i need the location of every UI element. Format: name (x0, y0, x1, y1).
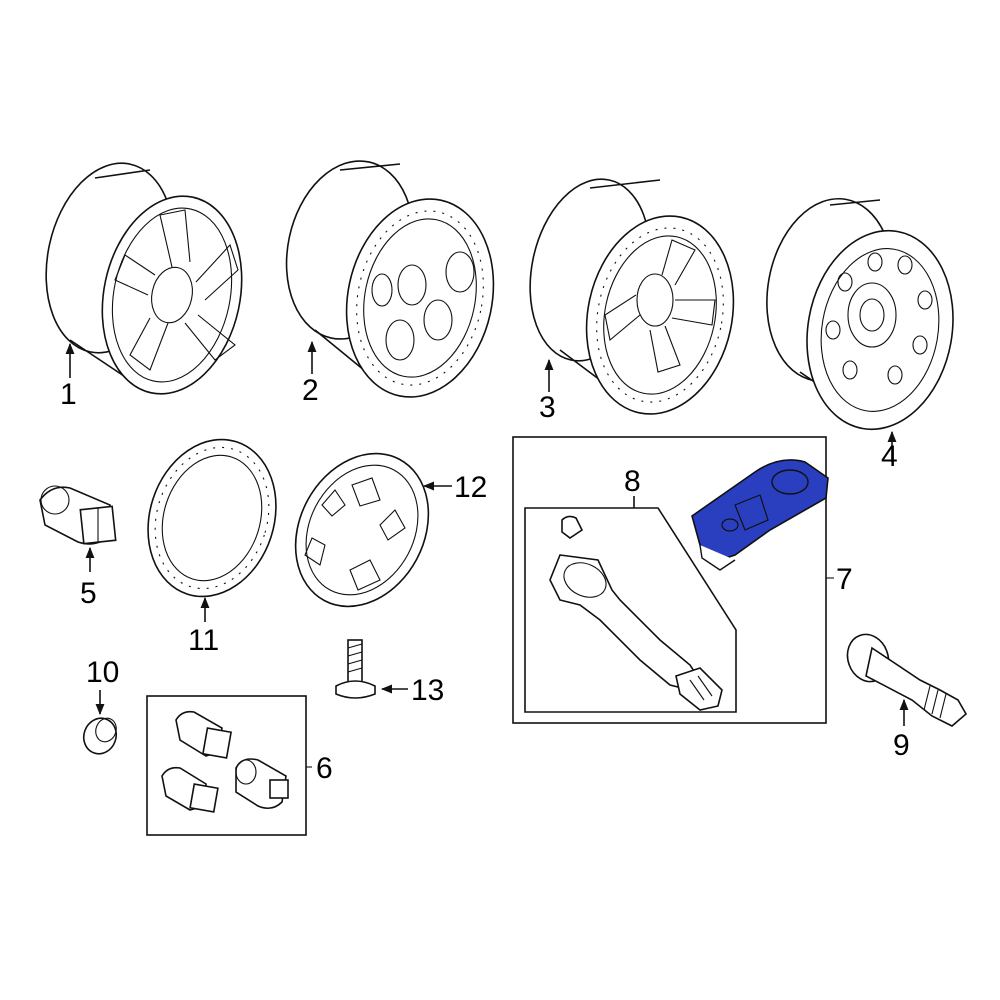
callout-8: 8 (624, 465, 641, 498)
callout-7: 7 (836, 563, 853, 596)
callout-10: 10 (86, 656, 119, 689)
callout-1: 1 (60, 378, 77, 411)
tpms-sensor-highlighted[interactable] (691, 459, 829, 571)
callout-12: 12 (454, 471, 487, 504)
callout-13: 13 (411, 674, 444, 707)
callout-11: 11 (188, 624, 219, 657)
bolt-13[interactable] (335, 639, 408, 699)
cap-10[interactable] (79, 690, 121, 758)
callout-5: 5 (80, 577, 97, 610)
wheel-1[interactable] (29, 151, 259, 407)
callout-6: 6 (316, 752, 333, 785)
wheel-lock-kit-6[interactable] (146, 695, 312, 836)
callout-2: 2 (302, 374, 319, 407)
beadlock-ring-11[interactable] (128, 423, 295, 622)
wheel-2[interactable] (271, 149, 512, 411)
valve-stem-kit-8[interactable] (524, 496, 737, 713)
wheel-3[interactable] (514, 168, 751, 428)
callout-3: 3 (539, 391, 556, 424)
center-cover-12[interactable] (270, 430, 455, 629)
lug-nut-5[interactable] (39, 485, 117, 572)
tpms-assembly-7[interactable] (512, 436, 834, 724)
callout-9: 9 (893, 729, 910, 762)
wheel-4[interactable] (753, 189, 968, 462)
callout-4: 4 (881, 440, 898, 473)
valve-stem-9[interactable] (841, 629, 968, 727)
